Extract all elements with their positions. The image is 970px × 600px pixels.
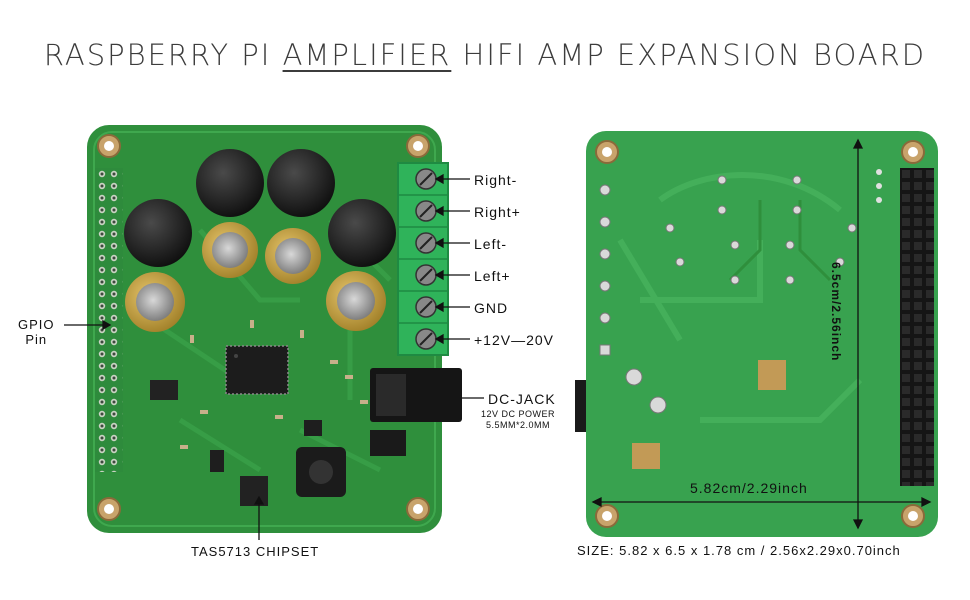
title-highlight: AMPLIFIER [282,38,452,72]
small-ic [370,430,406,456]
dc-power-line2: 5.5MM*2.0MM [485,420,550,430]
terminal-block [397,162,449,356]
terminal-label-gnd: GND [474,300,509,316]
solder-pad-array [758,360,786,390]
tas5713-chip [225,345,289,395]
gpio-pin-label: GPIO Pin [18,317,55,347]
dc-power-spec: 12V DC POWER 5.5MM*2.0MM [470,409,566,431]
chipset-label: TAS5713 CHIPSET [191,544,320,559]
annotation-arrows [64,173,484,540]
dc-jack [370,368,462,422]
dc-power-line1: 12V DC POWER [480,409,555,419]
gpio-label-line1: GPIO [18,317,55,332]
title-text-start: RASPBERRY PI [43,38,283,72]
back-pcb [575,131,938,537]
front-pcb [87,125,442,533]
terminal-label-power: +12V—20V [474,332,554,348]
title-text-end: HIFI AMP EXPANSION BOARD [451,38,927,72]
terminal-label-right-minus: Right- [474,172,518,188]
gpio-label-line2: Pin [25,332,48,347]
terminal-label-right-plus: Right+ [474,204,521,220]
page-title: RASPBERRY PI AMPLIFIER HIFI AMP EXPANSIO… [0,38,970,72]
gpio-socket [900,168,934,486]
width-dimension-label: 5.82cm/2.29inch [690,480,808,496]
black-capacitors [124,149,396,267]
small-ic [240,476,268,506]
terminal-label-left-minus: Left- [474,236,508,252]
terminal-label-left-plus: Left+ [474,268,511,284]
dc-jack-label: DC-JACK [488,391,556,407]
gpio-header [95,168,123,472]
gold-capacitors [125,222,386,332]
dimension-lines [591,138,932,530]
size-caption: SIZE: 5.82 x 6.5 x 1.78 cm / 2.56x2.29x0… [577,543,901,558]
height-dimension-label: 6.5cm/2.56inch [829,262,843,362]
